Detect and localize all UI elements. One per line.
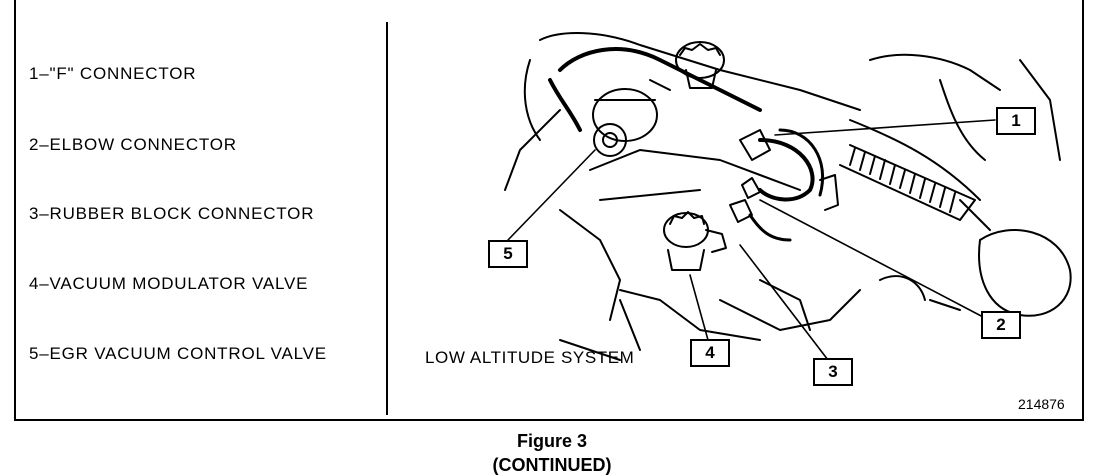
frame-bottom-border: [14, 419, 1084, 421]
engine-diagram: [504, 32, 1072, 361]
legend-item-elbow-connector: 2–ELBOW CONNECTOR: [29, 135, 237, 154]
panel-divider: [386, 22, 388, 415]
system-label: LOW ALTITUDE SYSTEM: [425, 348, 635, 367]
legend-item-egr-vacuum-control-valve: 5–EGR VACUUM CONTROL VALVE: [29, 344, 327, 363]
callout-2: 2: [981, 311, 1021, 339]
legend-item-vacuum-modulator-valve: 4–VACUUM MODULATOR VALVE: [29, 274, 309, 293]
part-number: 214876: [1018, 396, 1065, 412]
background-engine-outline: [504, 32, 1072, 361]
air-duct: [839, 144, 976, 221]
frame-left-border: [14, 0, 16, 420]
callout-leaders: [507, 119, 996, 361]
callout-5: 5: [488, 240, 528, 268]
legend-item-f-connector: 1–"F" CONNECTOR: [29, 64, 197, 83]
connectors: [729, 129, 839, 242]
legend-item-rubber-block-connector: 3–RUBBER BLOCK CONNECTOR: [29, 204, 315, 223]
callout-1: 1: [996, 107, 1036, 135]
hose-loop: [548, 47, 825, 202]
frame-right-border: [1082, 0, 1084, 420]
callout-4: 4: [690, 339, 730, 367]
egr-vacuum-control-valve: [592, 88, 658, 157]
callout-3: 3: [813, 358, 853, 386]
vacuum-modulator-valve: [663, 211, 727, 271]
filler-cap: [675, 41, 725, 89]
figure-caption: Figure 3: [516, 431, 587, 451]
figure-subcaption: (CONTINUED): [492, 455, 612, 475]
